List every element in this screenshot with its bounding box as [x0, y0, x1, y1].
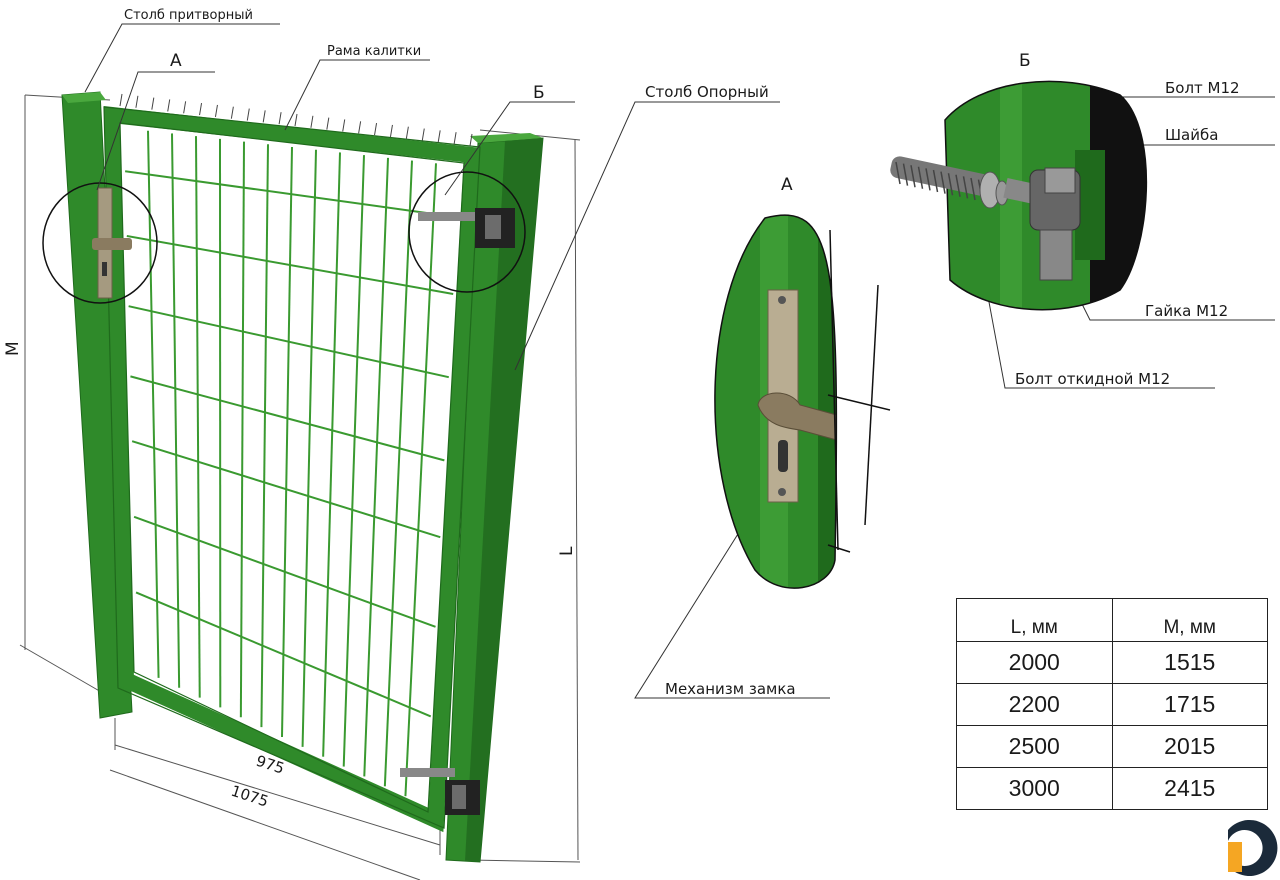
- dim-l: L: [557, 546, 577, 556]
- d-logo-icon: [1228, 820, 1278, 876]
- hinge-bottom-small: [400, 768, 480, 815]
- detail-circle-b: [408, 171, 526, 293]
- table-row: 3000 2415: [956, 767, 1268, 810]
- detail-b-view: [890, 80, 1148, 311]
- table-row: 2200 1715: [956, 683, 1268, 726]
- lock-handle-small: [92, 187, 132, 299]
- table-cell: 2500: [956, 725, 1113, 768]
- label-hinge-bolt-m12: Болт откидной М12: [1015, 370, 1170, 388]
- table-header-l: L, мм: [956, 598, 1113, 642]
- table-cell: 3000: [956, 767, 1113, 810]
- label-callout-a-main: А: [170, 51, 182, 71]
- hinge-bolt-rod: [890, 156, 1081, 281]
- table-cell: 1715: [1111, 683, 1268, 726]
- text-labels: Столб притворный А Рама калитки Б Столб …: [3, 8, 1240, 811]
- dimension-lines: [19, 94, 581, 880]
- table-header-row: L, мм M, мм: [956, 598, 1268, 642]
- label-nut-m12: Гайка М12: [1145, 302, 1228, 320]
- hinge-top-small: [418, 208, 515, 248]
- label-callout-b-detail: Б: [1019, 51, 1031, 71]
- detail-a-view: [714, 214, 891, 589]
- table-row: 2500 2015: [956, 725, 1268, 768]
- mesh-spikes: [119, 93, 473, 147]
- table-cell: 2015: [1111, 725, 1268, 768]
- dim-m: M: [3, 341, 23, 356]
- table-header-m: M, мм: [1111, 598, 1268, 642]
- table-cell: 2000: [956, 641, 1113, 684]
- dim-outer-width: 1075: [229, 782, 271, 811]
- gate-frame: [103, 106, 481, 833]
- label-bolt-m12: Болт М12: [1165, 79, 1240, 97]
- table-cell: 1515: [1111, 641, 1268, 684]
- table-row: 2000 1515: [956, 641, 1268, 684]
- dimensions-table: L, мм M, мм 2000 1515 2200 1715 2500 201…: [956, 598, 1268, 810]
- label-gate-frame: Рама калитки: [327, 44, 421, 59]
- label-callout-a-detail: А: [781, 175, 793, 195]
- label-washer: Шайба: [1165, 126, 1218, 144]
- table-cell: 2415: [1111, 767, 1268, 810]
- welded-mesh: [124, 130, 458, 797]
- gate-assembly: [19, 91, 581, 880]
- detail-circle-a: [42, 182, 158, 304]
- label-support-post: Столб Опорный: [645, 83, 769, 101]
- label-callout-b-main: Б: [533, 83, 545, 103]
- label-latch-post: Столб притворный: [124, 8, 253, 23]
- table-cell: 2200: [956, 683, 1113, 726]
- label-lock-mechanism: Механизм замка: [665, 680, 796, 698]
